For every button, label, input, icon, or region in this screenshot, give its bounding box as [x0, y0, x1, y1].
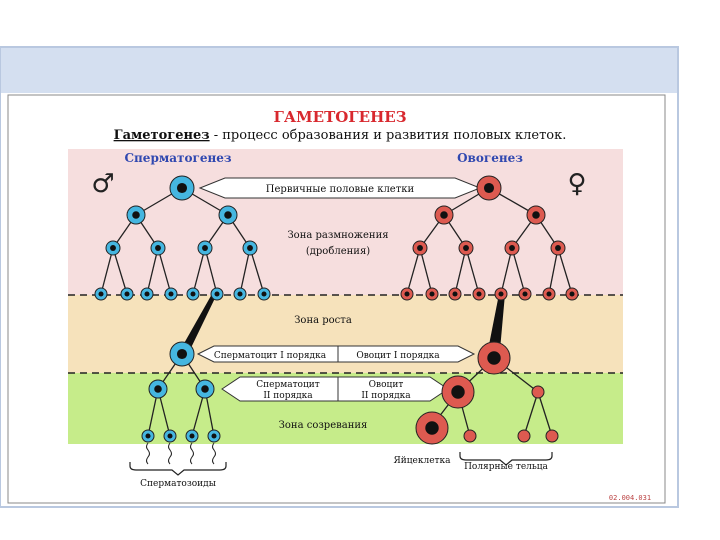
growth-wedge-male	[178, 294, 217, 354]
heading-oogenesis: Овогенез	[457, 151, 523, 165]
oogonium-cell	[425, 287, 439, 301]
female-primary-cell	[476, 175, 502, 201]
oogonium-cell	[472, 287, 486, 301]
spermatogonium-cell	[140, 287, 154, 301]
arrow-first-order	[196, 345, 476, 363]
zone-growth-label: Зона роста	[294, 315, 352, 326]
heading-spermatogenesis: Сперматогенез	[124, 151, 231, 165]
oogonium-cell	[518, 287, 532, 301]
spermatozoon-tail	[190, 442, 194, 465]
oocyte-1-cell	[477, 341, 511, 375]
oocyte-2-cell	[441, 375, 475, 409]
spermatid-cell	[141, 429, 155, 443]
growth-wedge-female	[488, 294, 505, 350]
spermatozoon-tail	[146, 442, 150, 465]
oogonium-cell	[400, 287, 414, 301]
spermatid-cell	[163, 429, 177, 443]
definition: Гаметогенез - процесс образования и разв…	[114, 128, 567, 143]
diagram-title: ГАМЕТОГЕНЕЗ	[273, 108, 406, 126]
oocyte1-label: Овоцит I порядка	[356, 351, 440, 361]
polar-body-cell	[463, 429, 477, 443]
spermatozoon-tail	[168, 442, 172, 465]
spermatogonia-branch	[239, 247, 251, 295]
oogonium-cell	[494, 287, 508, 301]
spermatogonium-cell	[164, 287, 178, 301]
spermatid-cell	[207, 429, 221, 443]
definition-term: Гаметогенез	[114, 128, 210, 143]
cells	[94, 175, 579, 445]
corner-code: 02.004.031	[609, 494, 651, 502]
spermatogonium-cell	[94, 287, 108, 301]
polar-body-cell	[517, 429, 531, 443]
spermatocyte2-label-line2: II порядка	[263, 391, 313, 401]
oocyte2-label-line1: Овоцит	[369, 380, 404, 390]
oogonium-cell	[434, 205, 454, 225]
oogonium-cell	[542, 287, 556, 301]
spermatocyte-1-cell	[169, 341, 195, 367]
spermatogonium-cell	[186, 287, 200, 301]
oogonium-cell	[412, 240, 428, 256]
female-symbol: ♀	[567, 169, 586, 199]
spermatogonium-cell	[150, 240, 166, 256]
spermatogonia-branch	[157, 247, 172, 295]
oogonia-branch	[454, 247, 467, 295]
oogonium-cell	[504, 240, 520, 256]
oogonia-branch	[465, 247, 480, 295]
oogonia-branch	[500, 247, 513, 295]
spermatogonium-cell	[126, 205, 146, 225]
oogonia-branch	[511, 247, 526, 295]
spermatozoa-bracket	[129, 462, 227, 476]
polar-bodies-bracket	[459, 452, 553, 466]
spermatogonia-branch	[112, 247, 128, 295]
oogonia-branch	[406, 247, 421, 295]
oocyte2-label-line2: II порядка	[361, 391, 411, 401]
definition-text: - процесс образования и развития половых…	[210, 128, 567, 143]
spermatid-cell	[185, 429, 199, 443]
oogonia-branch	[419, 247, 433, 295]
spermatocyte2-label-line1: Сперматоцит	[256, 380, 320, 390]
polar-branch	[537, 391, 553, 437]
zone-maturation-label: Зона созревания	[279, 420, 368, 431]
polar-branch	[523, 391, 539, 437]
spermatogonia-branch	[192, 247, 206, 295]
spermatocyte1-label: Сперматоцит I порядка	[214, 351, 327, 361]
oogonium-cell	[458, 240, 474, 256]
male-symbol: ♂	[91, 169, 114, 199]
spermatogonium-cell	[257, 287, 271, 301]
spermatogonium-cell	[120, 287, 134, 301]
spermatogonia-branch	[249, 247, 265, 295]
oogonium-cell	[526, 205, 546, 225]
oogonia-branch	[548, 247, 559, 295]
spermatocyte-2-cell	[195, 379, 215, 399]
spermatogonia-branch	[100, 247, 114, 295]
slide-frame	[0, 46, 679, 508]
polar-bodies-label: Полярные тельца	[464, 462, 548, 472]
header-band	[0, 47, 678, 93]
spermatozoon-tail	[212, 442, 216, 465]
spermatogonia-branch	[146, 247, 159, 295]
oogonium-cell	[565, 287, 579, 301]
spermatogonium-cell	[218, 205, 238, 225]
zone-multiplication-sublabel: (дробления)	[306, 246, 370, 257]
spermatogonium-cell	[105, 240, 121, 256]
oogonium-cell	[448, 287, 462, 301]
egg-label: Яйцеклетка	[393, 456, 451, 466]
oogonia-branch	[557, 247, 573, 295]
oogonium-cell	[550, 240, 566, 256]
spermatogonium-cell	[210, 287, 224, 301]
spermatozoa-label: Сперматозоиды	[140, 479, 216, 489]
polar-body-cell	[531, 385, 545, 399]
egg-cell	[415, 411, 449, 445]
spermatogonium-cell	[242, 240, 258, 256]
spermatocyte-2-cell	[148, 379, 168, 399]
spermatogonia-branch	[204, 247, 218, 295]
zone-multiplication-label: Зона размножения	[287, 230, 388, 241]
spermatogonium-cell	[233, 287, 247, 301]
male-primary-cell	[169, 175, 195, 201]
polar-body-cell	[545, 429, 559, 443]
arrow-primary-label: Первичные половые клетки	[266, 184, 415, 195]
spermatogonium-cell	[197, 240, 213, 256]
